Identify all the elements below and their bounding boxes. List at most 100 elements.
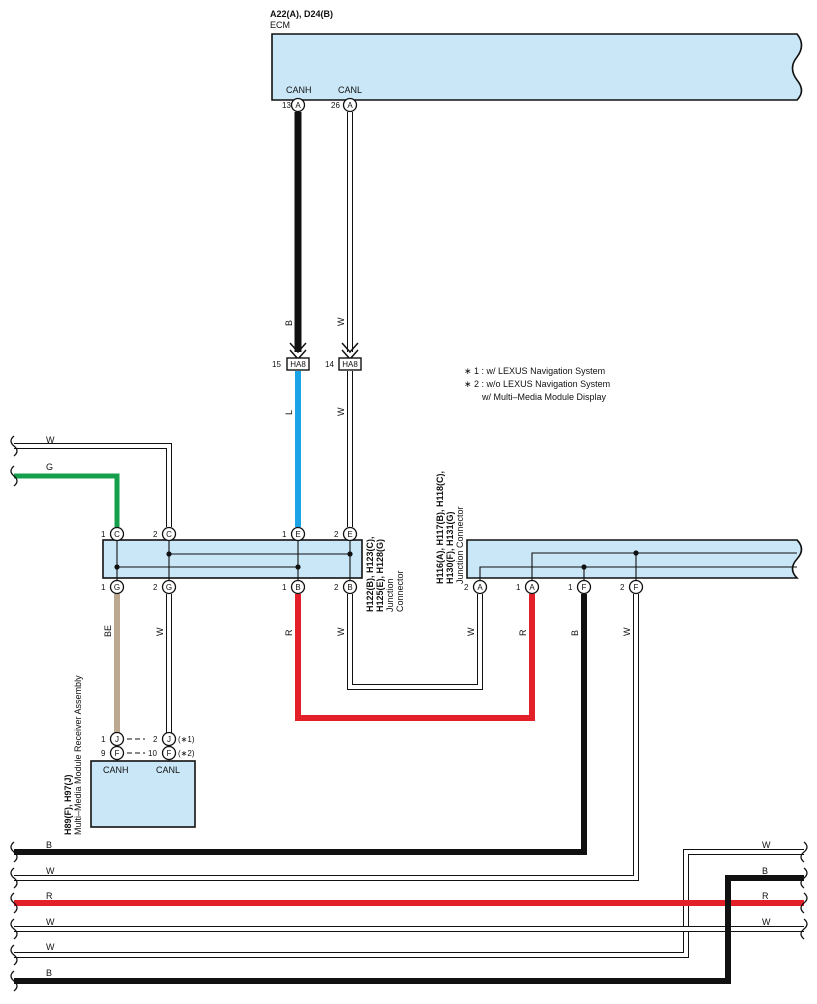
jc1-pin-e1-num: 1 [282,530,287,539]
ha8-15-box [286,357,310,371]
ecm-box [271,33,803,101]
wire-label-g-left: G [46,462,53,472]
jc2-pin-a2-num: 2 [464,583,469,592]
wire-label-w-right1: W [762,840,771,850]
jc1-label-line2: H125(E), H128(G) [375,539,385,612]
legend-line1: ∗ 1 : w/ LEXUS Navigation System [464,366,605,376]
jc1-pin-g1 [109,579,125,595]
jc1-pin-b1 [290,579,306,595]
junction-connector-2-box [466,539,803,579]
ecm-pin-26-num: 26 [331,101,340,110]
jc1-pin-g2-letter: G [166,583,172,592]
jc1-pin-c1-letter: C [114,530,120,539]
mmr-pin-j1-letter: J [115,735,119,744]
legend-line3: w/ Multi–Media Module Display [481,392,607,402]
ecm-pin-13 [290,97,306,113]
wire-black-right-bend [14,875,804,984]
wire-label-l: L [284,410,294,415]
ha8-15-num: 15 [272,360,281,369]
jc1-pin-b2-letter: B [347,583,352,592]
ecm-pin-13-num: 13 [282,101,291,110]
wire-label-w4: W [336,627,346,636]
mmr-pin-j1-num: 1 [101,735,106,744]
jc1-junction-dots [114,551,353,570]
jc2-pin-f1-letter: F [582,583,587,592]
jc2-label-line2: H130(F), H131(G) [445,511,455,584]
right-break-marks [800,841,808,940]
wire-w-top-left-outline [14,443,172,527]
jc1-pin-c2-num: 2 [153,530,158,539]
ha8-15-label: HA8 [290,360,306,369]
ecm-name: ECM [270,20,290,30]
mmr-pin-j2-num: 2 [153,735,158,744]
mmr-pin-f10-letter: F [167,749,172,758]
ecm-pin-13-conn: A [295,101,301,110]
wire-label-w-bottom2: W [46,917,55,927]
jc2-pin-a1-letter: A [529,583,535,592]
wire-green-g [14,473,120,527]
mmr-pin-j1 [109,731,125,747]
wire-label-w3: W [155,627,165,636]
jc1-pin-b1-num: 1 [282,583,287,592]
mmr-canl-label: CANL [156,765,180,775]
jc1-pin-e2-num: 2 [334,530,339,539]
wire-black-f1-bottom [14,594,587,855]
wire-label-b-right: B [762,866,768,876]
wire-label-b1: B [284,320,294,326]
jc1-pin-c1 [109,526,125,542]
jc2-label-line3: Junction Connector [455,506,465,584]
wire-label-b-bottom2: B [46,968,52,978]
jc1-pin-g1-letter: G [114,583,120,592]
wire-label-w-bottom1: W [46,866,55,876]
ecm-pin-26-conn: A [347,101,353,110]
wire-label-w-right2: W [762,917,771,927]
wire-label-r-right: R [762,891,769,901]
jc2-pin-a2 [472,579,488,595]
jc2-label: H116(A), H117(B), H118(C), H130(F), H131… [435,471,465,584]
ecm-canh-label: CANH [286,85,312,95]
jc1-pin-c2-letter: C [166,530,172,539]
mmr-box [90,760,196,828]
ha8-14-num: 14 [325,360,334,369]
jc2-pin-f2-letter: F [634,583,639,592]
jc2-internal-lines [479,552,797,586]
jc2-pin-f2-num: 2 [620,583,625,592]
wire-label-r2: R [518,629,528,636]
jc1-pin-b2-num: 2 [334,583,339,592]
jc2-junction-dots [581,550,639,570]
jc1-pin-g2 [161,579,177,595]
jc2-pin-a2-letter: A [477,583,483,592]
wire-label-b-bottom1: B [46,840,52,850]
wire-label-r1: R [284,629,294,636]
wire-red-r [295,594,535,721]
jc1-pin-g1-num: 1 [101,583,106,592]
wire-label-w-top-left: W [46,435,55,445]
jc2-pin-a1-num: 1 [516,583,521,592]
wire-w-f2-bottom [14,594,638,880]
wire-label-w1: W [336,317,346,326]
jc2-pin-f2 [628,579,644,595]
legend-line2: ∗ 2 : w/o LEXUS Navigation System [464,379,610,389]
left-break-marks [10,435,18,992]
jc1-pin-c2 [161,526,177,542]
mmr-pin-f10-num: 10 [148,749,157,758]
mmr-canh-label: CANH [103,765,129,775]
jc1-pin-e1-letter: E [295,530,300,539]
mmr-note2: (∗2) [178,749,195,758]
jc1-label-line4: Connector [395,570,405,612]
jc1-pin-b2 [342,579,358,595]
mmr-pin-f10 [161,745,177,761]
wire-label-r-bottom: R [46,891,53,901]
ecm-canl-label: CANL [338,85,362,95]
wire-label-be: BE [103,625,113,637]
jc1-pin-e1 [290,526,306,542]
wire-label-b2: B [570,630,580,636]
wire-label-w-bottom3: W [46,942,55,952]
wire-label-w6: W [622,627,632,636]
mmr-label-line2: Multi–Media Module Receiver Assembly [73,675,83,835]
jc2-pin-a1 [524,579,540,595]
jc1-pin-g2-num: 2 [153,583,158,592]
mmr-note1: (∗1) [178,735,195,744]
ecm-connector-label: A22(A), D24(B) [270,9,333,19]
